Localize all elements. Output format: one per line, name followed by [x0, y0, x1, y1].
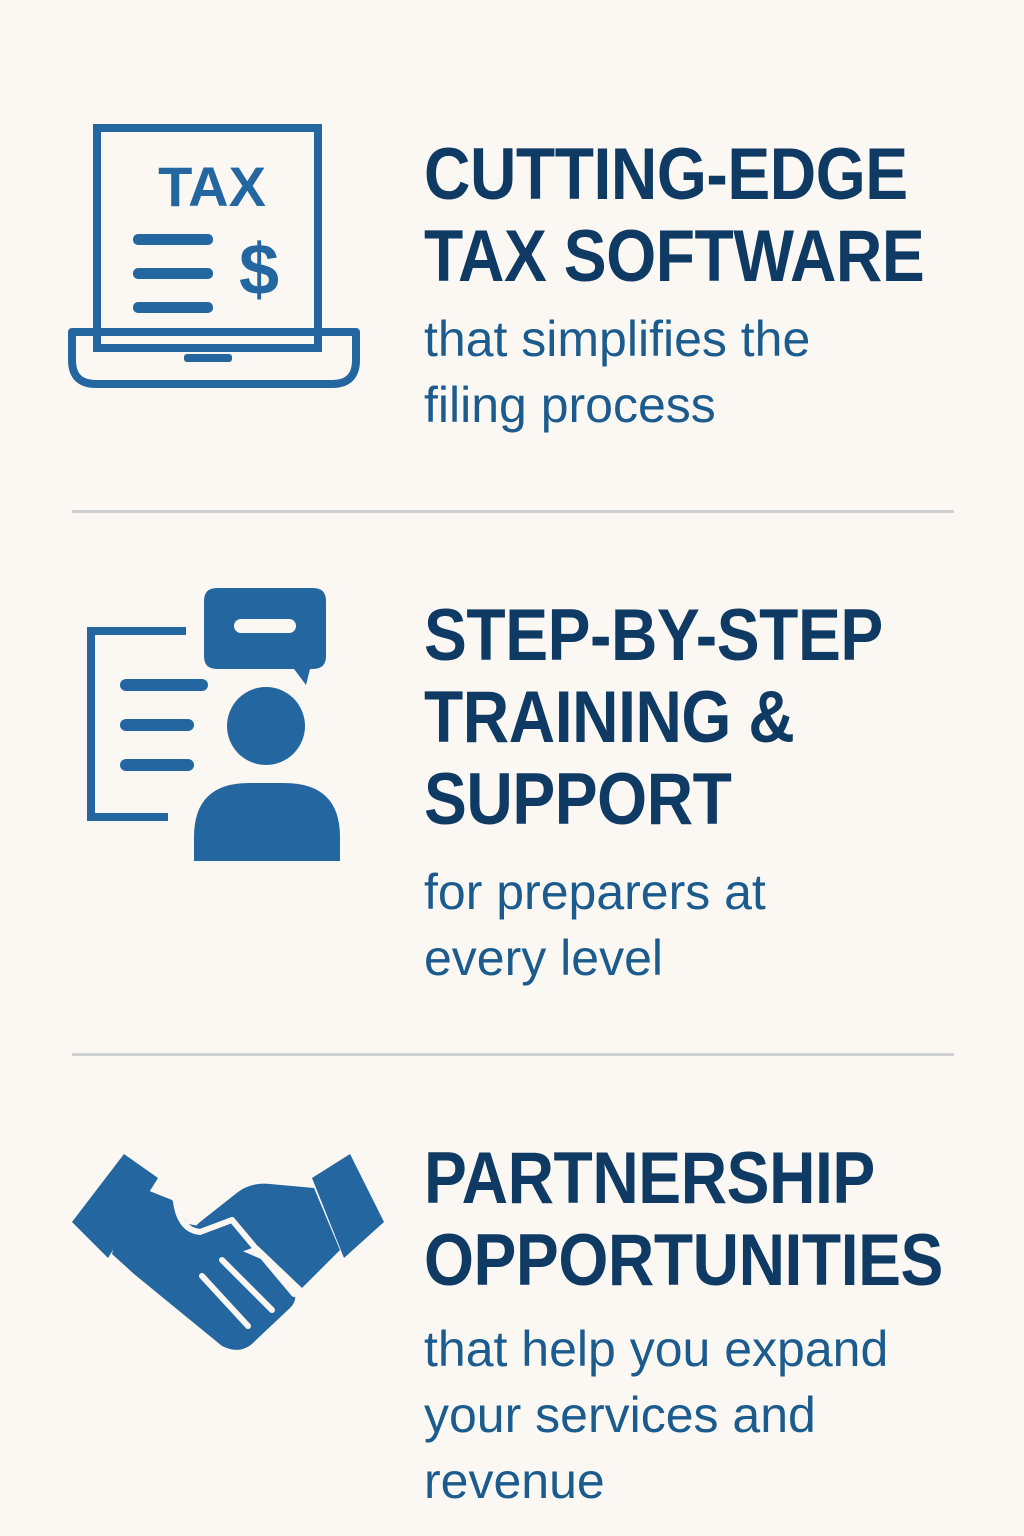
subtext-line: that help you expand — [424, 1321, 889, 1377]
feature-heading: STEP-BY-STEP TRAINING & SUPPORT — [424, 595, 934, 841]
subtext-line: filing process — [424, 377, 716, 433]
person-head-icon — [227, 687, 305, 765]
subtext-line: for preparers at — [424, 864, 766, 920]
handshake-icon — [72, 1150, 384, 1350]
feature-text: STEP-BY-STEP TRAINING & SUPPORT for prep… — [424, 595, 1004, 991]
heading-line: PARTNERSHIP — [424, 1138, 875, 1219]
feature-training-support: STEP-BY-STEP TRAINING & SUPPORT for prep… — [0, 513, 1024, 1053]
person-body-icon — [194, 783, 340, 861]
heading-line: SUPPORT — [424, 759, 732, 840]
heading-line: TRAINING & — [424, 677, 795, 758]
feature-text: CUTTING-EDGE TAX SOFTWARE that simplifie… — [424, 134, 1004, 438]
tax-icon-label: TAX — [158, 155, 266, 218]
section-divider — [72, 510, 954, 513]
heading-line: STEP-BY-STEP — [424, 595, 883, 676]
laptop-tax-icon: TAX $ — [66, 122, 362, 392]
feature-partnership: PARTNERSHIP OPPORTUNITIES that help you … — [0, 1056, 1024, 1536]
dollar-icon-label: $ — [239, 230, 279, 310]
subtext-line: your services and — [424, 1387, 816, 1443]
feature-subtext: for preparers at every level — [424, 859, 1004, 991]
feature-tax-software: TAX $ CUTTING-EDGE TAX SOFTWARE that sim… — [0, 0, 1024, 510]
subtext-line: every level — [424, 930, 663, 986]
speech-bubble-icon — [204, 588, 326, 685]
feature-heading: CUTTING-EDGE TAX SOFTWARE — [424, 134, 934, 298]
training-support-icon — [84, 587, 346, 867]
feature-subtext: that simplifies the filing process — [424, 306, 1004, 438]
section-divider — [72, 1053, 954, 1056]
subtext-line: revenue — [424, 1453, 605, 1509]
heading-line: OPPORTUNITIES — [424, 1220, 943, 1301]
feature-text: PARTNERSHIP OPPORTUNITIES that help you … — [424, 1138, 1004, 1514]
heading-line: CUTTING-EDGE — [424, 134, 908, 215]
feature-subtext: that help you expand your services and r… — [424, 1316, 1004, 1514]
heading-line: TAX SOFTWARE — [424, 216, 925, 297]
feature-heading: PARTNERSHIP OPPORTUNITIES — [424, 1138, 943, 1302]
subtext-line: that simplifies the — [424, 311, 811, 367]
